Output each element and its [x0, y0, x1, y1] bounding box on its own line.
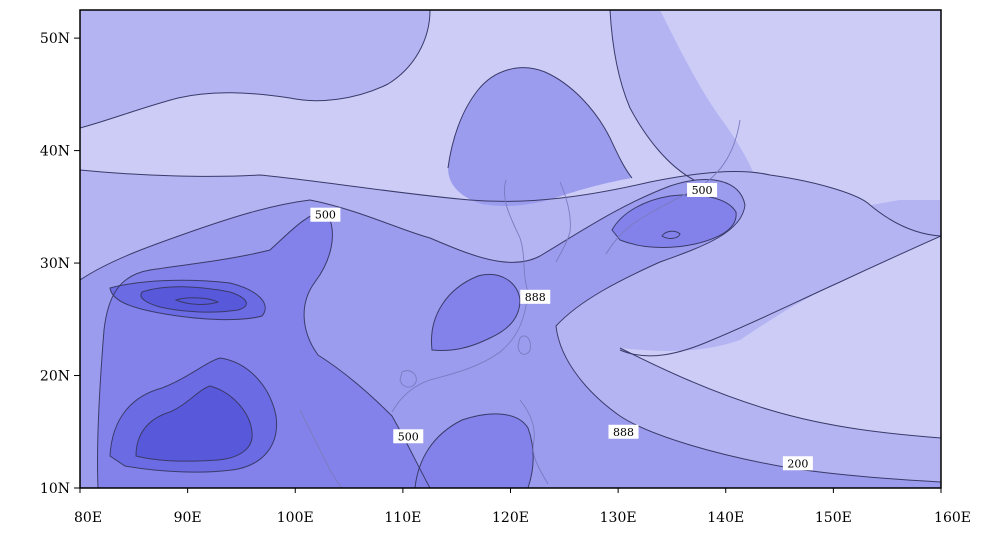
contour-label-text: 500 — [398, 430, 419, 443]
lon-tick-label: 140E — [707, 510, 744, 526]
longitude-axis: 80E 90E 100E 110E 120E 130E 140E 150E 160E — [74, 488, 971, 526]
contour-line-2 — [80, 179, 941, 483]
coastline-japan — [605, 119, 741, 255]
contour-fill-north-trough — [448, 67, 632, 206]
lat-tick-label: 20N — [40, 369, 70, 385]
contour-fill-east-ridge — [615, 200, 941, 356]
contour-line-1 — [80, 169, 941, 237]
contour-line-11 — [619, 235, 941, 357]
contour-lines — [80, 10, 941, 488]
contour-line-9 — [140, 286, 247, 313]
lon-tick-label: 130E — [600, 510, 637, 526]
contour-label-text: 888 — [525, 291, 546, 304]
contour-line-15 — [80, 10, 431, 129]
coastline-philippines — [519, 399, 549, 485]
contour-label: 888 — [608, 424, 639, 439]
contour-fill-central-patch — [431, 274, 520, 351]
lon-tick-label: 80E — [74, 510, 102, 526]
contour-fill-japan-patch — [612, 194, 737, 248]
contour-line-14 — [609, 10, 695, 181]
contour-line-16 — [661, 230, 681, 239]
filled-contours — [80, 10, 941, 488]
contour-label-box — [520, 289, 551, 304]
contour-label-text: 500 — [692, 184, 713, 197]
contour-label-box — [687, 182, 718, 197]
contour-label-box — [310, 207, 341, 222]
lon-tick-label: 160E — [934, 510, 971, 526]
contour-fill-northeast — [610, 10, 754, 180]
coastline-korea — [555, 181, 571, 263]
contour-line-13 — [447, 67, 633, 179]
contour-line-8 — [109, 357, 278, 473]
contour-line-10 — [135, 385, 253, 462]
contour-label-box — [393, 429, 424, 444]
coastline-taiwan — [517, 335, 531, 355]
latitude-axis: 50N 40N 30N 20N 10N — [40, 31, 80, 497]
contour-fill-level-6 — [140, 286, 247, 313]
lon-tick-label: 120E — [492, 510, 529, 526]
contour-label-text: 500 — [315, 209, 336, 222]
coastline-china — [391, 179, 529, 413]
lon-tick-label: 110E — [384, 510, 421, 526]
coastline-hainan — [399, 370, 417, 388]
lat-tick-label: 50N — [40, 31, 70, 47]
contour-line-6 — [611, 194, 737, 248]
contour-line-5 — [430, 274, 521, 351]
lat-tick-label: 10N — [40, 481, 70, 497]
contour-line-4 — [414, 413, 534, 488]
contour-label: 888 — [520, 289, 551, 304]
lon-tick-label: 150E — [815, 510, 852, 526]
contour-label: 500 — [310, 207, 341, 222]
contour-label: 500 — [393, 429, 424, 444]
contour-line-7 — [109, 279, 266, 321]
contour-label-layer: 500 500 888 500 888 200 — [310, 182, 813, 471]
coastlines — [299, 119, 741, 488]
lon-tick-label: 100E — [277, 510, 314, 526]
contour-label: 200 — [782, 456, 813, 471]
contour-label-box — [608, 424, 639, 439]
contour-label-text: 200 — [787, 457, 808, 470]
contour-fill-southeast-patch — [415, 413, 534, 488]
lon-tick-label: 90E — [174, 510, 202, 526]
contour-label: 500 — [687, 182, 718, 197]
contour-line-12 — [619, 347, 941, 439]
coastline-indochina — [299, 409, 343, 488]
contour-fill-east-high — [620, 236, 941, 438]
contour-label-box — [782, 456, 813, 471]
lat-tick-label: 30N — [40, 256, 70, 272]
contour-line-17 — [174, 297, 220, 305]
contour-fill-level-6-south — [136, 386, 253, 462]
lat-tick-label: 40N — [40, 144, 70, 160]
contour-label-text: 888 — [613, 426, 634, 439]
